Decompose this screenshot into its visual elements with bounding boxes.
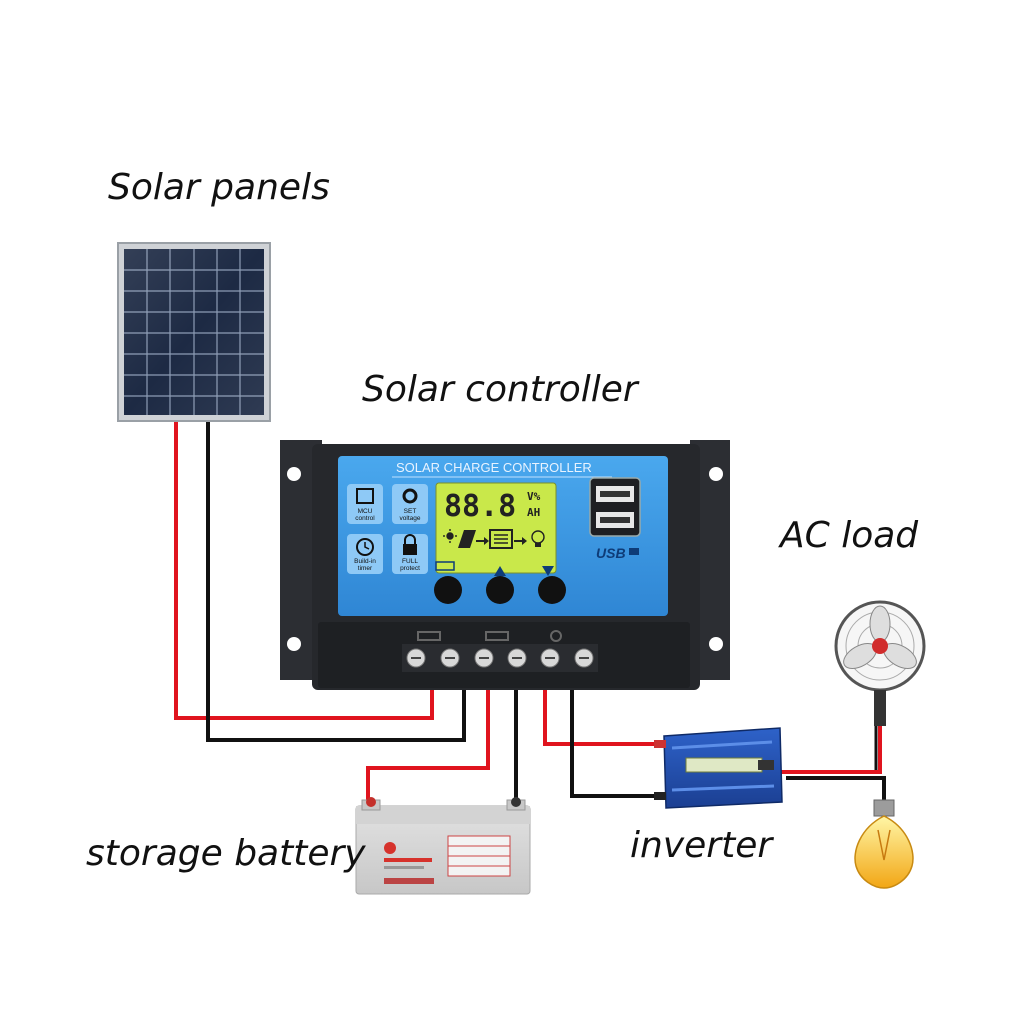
set-label-1: SET bbox=[404, 508, 417, 515]
menu-button[interactable] bbox=[434, 561, 462, 604]
lcd-arrow-icon bbox=[476, 537, 489, 545]
wire-load-positive bbox=[780, 690, 882, 774]
up-button[interactable] bbox=[486, 566, 514, 604]
wire-panel-negative bbox=[206, 420, 466, 742]
lcd-unit-bottom: AH bbox=[527, 506, 540, 519]
lcd-panel-icon bbox=[458, 530, 476, 548]
set-voltage-icon: SET voltage bbox=[392, 484, 428, 524]
usb-label: USB bbox=[596, 545, 626, 561]
battery-brand-logo bbox=[384, 842, 396, 854]
label-inverter: inverter bbox=[630, 825, 773, 866]
lcd-arrow-icon-2 bbox=[514, 537, 527, 545]
down-button[interactable] bbox=[538, 566, 566, 604]
set-label-2: voltage bbox=[400, 515, 421, 522]
terminal-screws bbox=[402, 644, 598, 672]
usb-plug-icon bbox=[629, 548, 639, 555]
lock-icon: FULL protect bbox=[392, 534, 428, 574]
wire-battery-positive bbox=[366, 690, 490, 800]
storage-battery bbox=[355, 797, 531, 895]
solar-charge-controller: SOLAR CHARGE CONTROLLER MCU control SET … bbox=[280, 440, 730, 690]
label-solar-panels: Solar panels bbox=[108, 167, 330, 208]
lcd-unit-top: V% bbox=[527, 490, 541, 503]
usb-ports bbox=[589, 477, 641, 537]
mcu-control-icon: MCU control bbox=[347, 484, 383, 524]
lcd-bulb-icon bbox=[531, 530, 545, 547]
wire-panel-positive bbox=[174, 420, 434, 720]
terminal-symbols bbox=[417, 630, 562, 642]
wires bbox=[174, 420, 886, 800]
timer-icon: Build-in timer bbox=[347, 534, 383, 574]
wire-inverter-positive bbox=[543, 690, 660, 746]
light-bulb-icon bbox=[854, 799, 914, 889]
timer-label-2: timer bbox=[358, 565, 373, 572]
lcd-battery-icon bbox=[489, 529, 513, 549]
mcu-label-1: MCU bbox=[358, 508, 373, 515]
label-solar-controller: Solar controller bbox=[362, 369, 638, 410]
protect-label-2: protect bbox=[400, 565, 420, 572]
label-storage-battery: storage battery bbox=[86, 833, 366, 874]
inverter bbox=[654, 727, 783, 809]
mcu-label-2: control bbox=[355, 515, 375, 522]
controller-title: SOLAR CHARGE CONTROLLER bbox=[396, 460, 592, 475]
protect-label-1: FULL bbox=[402, 558, 418, 565]
wire-inverter-negative bbox=[570, 690, 660, 798]
solar-panel bbox=[117, 242, 271, 422]
timer-label-1: Build-in bbox=[354, 558, 376, 565]
fan-icon bbox=[834, 600, 926, 726]
lcd-digits: 88.8 bbox=[444, 489, 516, 524]
lcd-sun-icon bbox=[443, 529, 457, 543]
label-ac-load: AC load bbox=[780, 515, 919, 556]
wire-load-negative bbox=[786, 776, 886, 800]
